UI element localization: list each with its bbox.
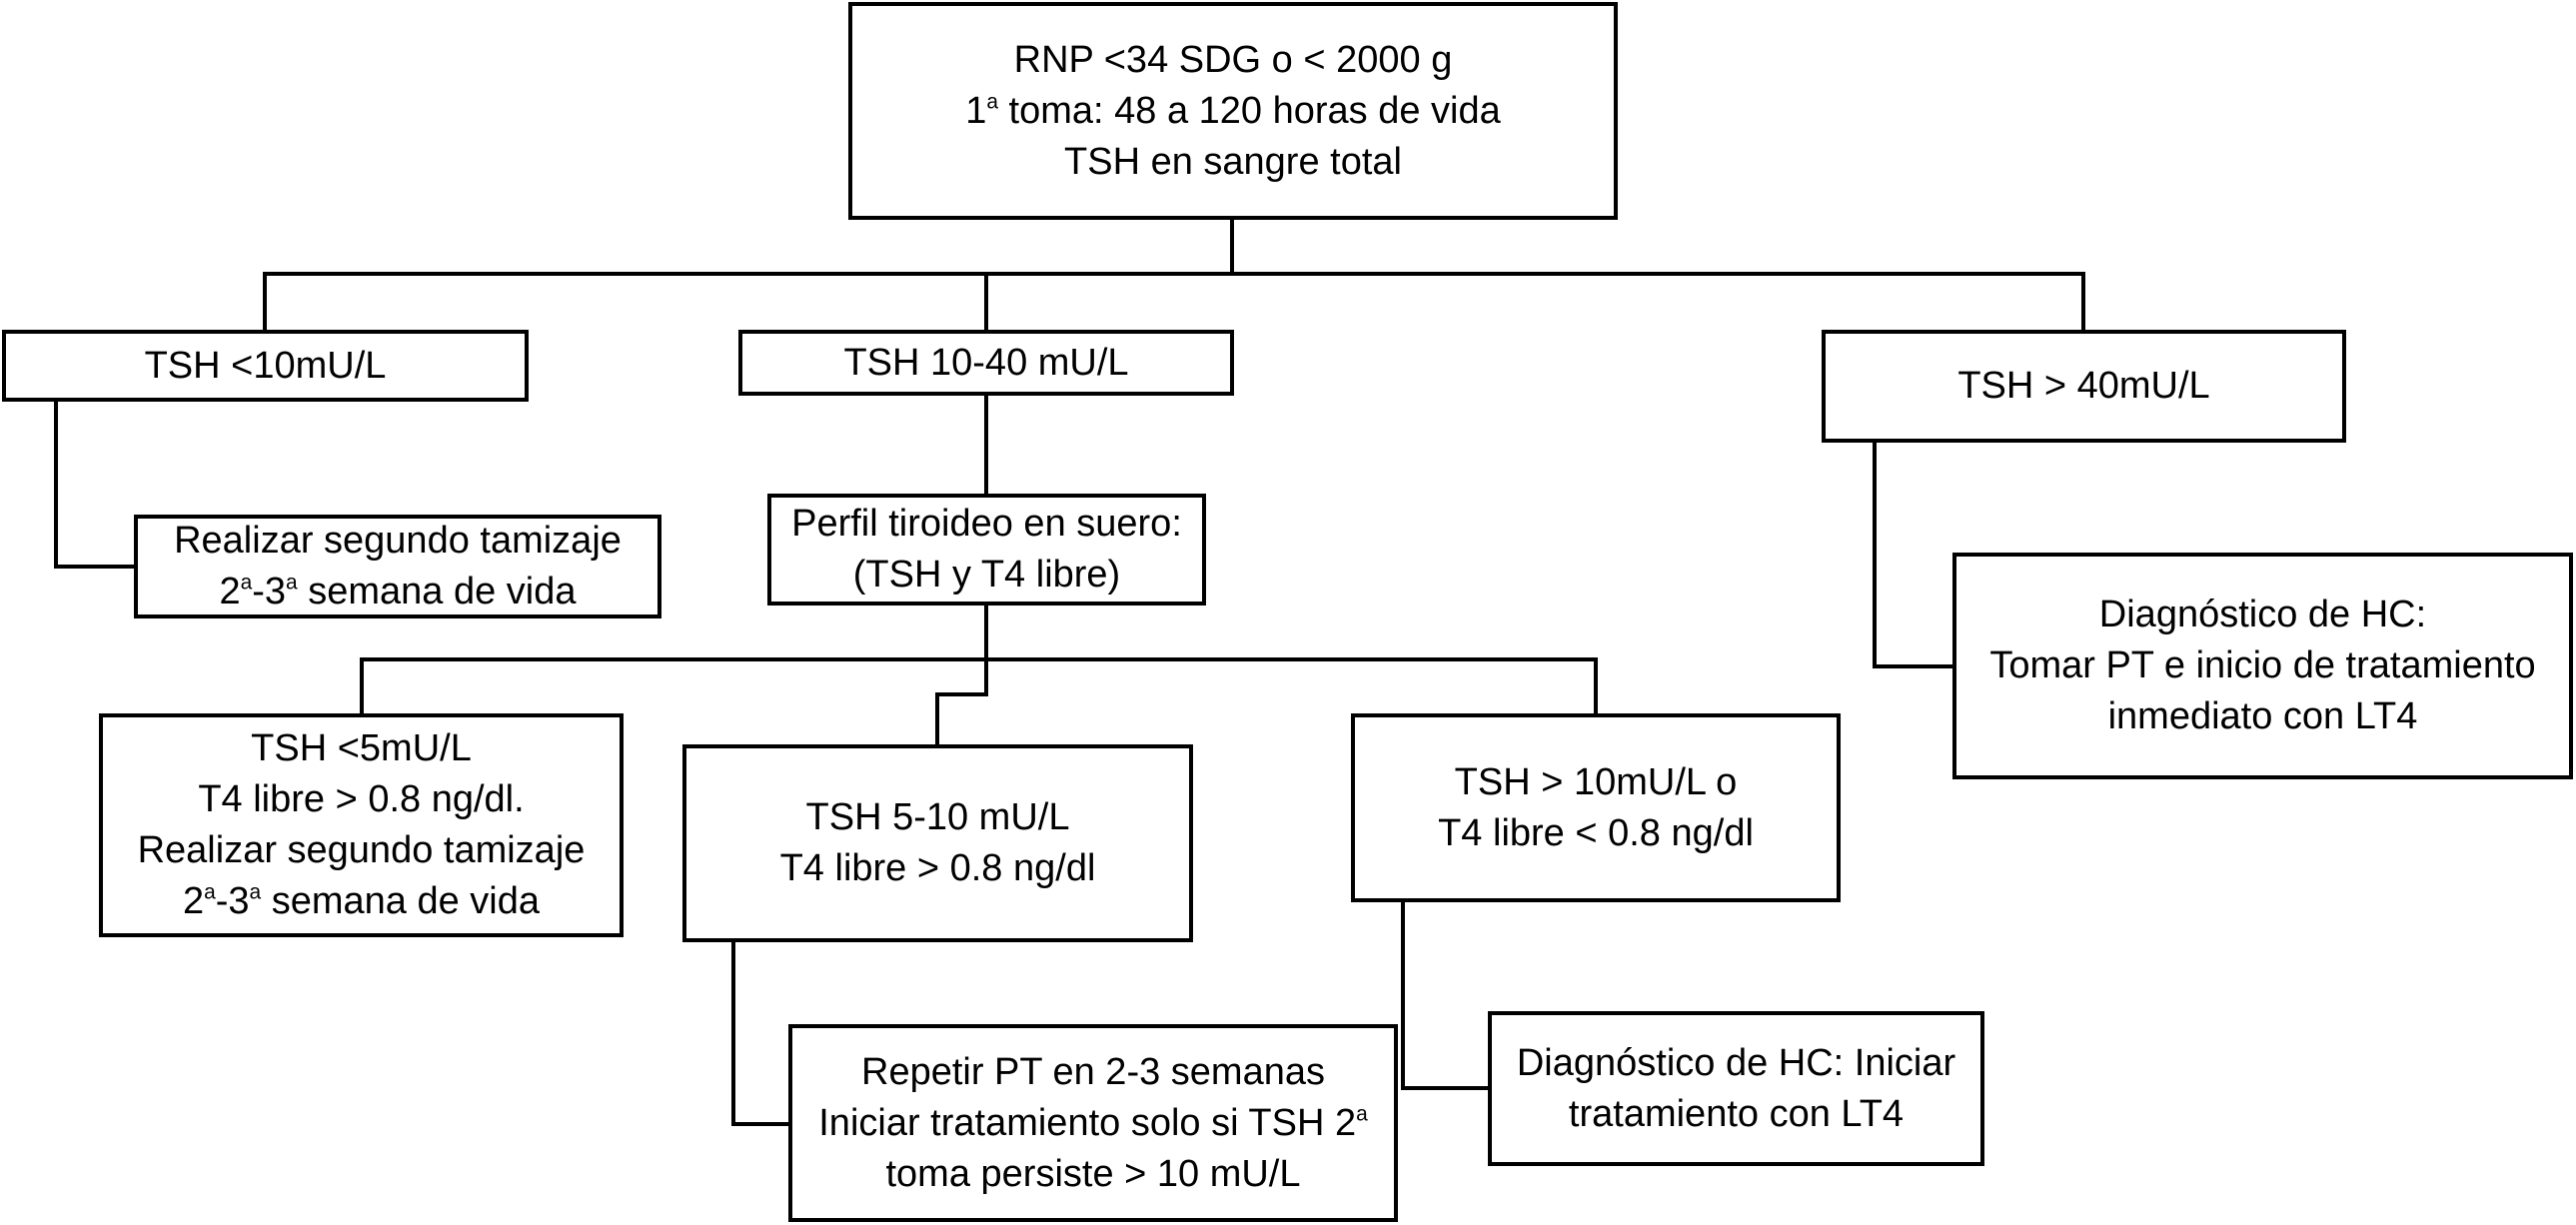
box-text-line: TSH en sangre total	[1064, 137, 1402, 188]
text-segment: Realizar segundo tamizaje	[137, 829, 586, 871]
text-segment: tratamiento con LT4	[1568, 1092, 1905, 1135]
hc-diagnosis-immediate-box: Diagnóstico de HC: Tomar PT e inicio de t…	[1952, 553, 2573, 779]
text-segment: inmediato con LT4	[2107, 695, 2418, 737]
ordinal-superscript: a	[1356, 1101, 1368, 1125]
text-segment: -3	[215, 880, 250, 922]
box-text-line: T4 libre > 0.8 ng/dl.	[198, 774, 524, 825]
box-text-line: 2a-3a semana de vida	[183, 876, 540, 927]
box-text-line: T4 libre < 0.8 ng/dl	[1438, 808, 1754, 859]
text-segment: 1	[965, 89, 987, 132]
text-segment: T4 libre < 0.8 ng/dl	[1438, 811, 1754, 854]
ordinal-superscript: a	[286, 571, 298, 595]
box-text-line: TSH > 40mU/L	[1957, 361, 2209, 412]
box-text-line: TSH <10mU/L	[145, 341, 387, 392]
text-segment: Iniciar tratamiento solo si TSH 2	[818, 1101, 1357, 1144]
box-text-line: Diagnóstico de HC: Iniciar	[1517, 1038, 1955, 1089]
ordinal-superscript: a	[986, 89, 998, 113]
text-segment: TSH > 40mU/L	[1957, 365, 2210, 407]
text-segment: Perfil tiroideo en suero:	[791, 503, 1182, 545]
box-text-line: TSH > 10mU/L o	[1455, 757, 1738, 808]
text-segment: TSH <10mU/L	[144, 344, 387, 387]
text-segment: RNP <34 SDG o < 2000 g	[1013, 38, 1453, 81]
ordinal-superscript: a	[240, 571, 253, 595]
tsh-intermediate-box: TSH 10-40 mU/L	[738, 330, 1234, 396]
box-text-line: Tomar PT e inicio de tratamiento	[1989, 640, 2535, 691]
ordinal-superscript: a	[204, 880, 216, 904]
text-segment: T4 libre > 0.8 ng/dl	[779, 847, 1096, 889]
profile-borderline-box: TSH 5-10 mU/L T4 libre > 0.8 ng/dl	[682, 744, 1193, 942]
box-text-line: RNP <34 SDG o < 2000 g	[1014, 35, 1453, 86]
box-text-line: Realizar segundo tamizaje	[174, 516, 622, 567]
text-segment: Diagnóstico de HC: Iniciar	[1516, 1041, 1956, 1084]
text-segment: 2	[182, 880, 205, 922]
text-segment: TSH en sangre total	[1064, 140, 1402, 183]
tsh-low-box: TSH <10mU/L	[2, 330, 529, 402]
text-segment: semana de vida	[261, 880, 541, 922]
box-text-line: Perfil tiroideo en suero:	[791, 499, 1182, 550]
box-text-line: Iniciar tratamiento solo si TSH 2a	[818, 1098, 1367, 1149]
hc-diagnosis-treatment-box: Diagnóstico de HC: Iniciar tratamiento co…	[1488, 1011, 1984, 1166]
text-segment: T4 libre > 0.8 ng/dl.	[198, 778, 525, 820]
box-text-line: inmediato con LT4	[2108, 691, 2418, 742]
text-segment: Tomar PT e inicio de tratamiento	[1989, 644, 2536, 686]
text-segment: TSH 5-10 mU/L	[805, 796, 1070, 838]
box-text-line: 1a toma: 48 a 120 horas de vida	[965, 86, 1501, 137]
box-text-line: Diagnóstico de HC:	[2099, 590, 2426, 640]
box-text-line: tratamiento con LT4	[1569, 1089, 1904, 1140]
profile-normal-box: TSH <5mU/L T4 libre > 0.8 ng/dl. Realizar …	[99, 713, 624, 937]
box-text-line: Repetir PT en 2-3 semanas	[861, 1047, 1325, 1098]
tsh-high-box: TSH > 40mU/L	[1822, 330, 2346, 443]
box-text-line: (TSH y T4 libre)	[853, 550, 1120, 601]
text-segment: Repetir PT en 2-3 semanas	[861, 1050, 1325, 1093]
box-text-line: TSH <5mU/L	[251, 723, 472, 774]
ordinal-superscript: a	[249, 880, 262, 904]
box-text-line: T4 libre > 0.8 ng/dl	[780, 843, 1096, 894]
box-text-line: TSH 10-40 mU/L	[843, 338, 1128, 389]
box-text-line: 2a-3a semana de vida	[219, 567, 576, 617]
text-segment: 2	[219, 571, 241, 612]
text-segment: TSH > 10mU/L o	[1454, 760, 1738, 803]
text-segment: Diagnóstico de HC:	[2098, 594, 2427, 635]
box-text-line: toma persiste > 10 mU/L	[885, 1149, 1300, 1200]
text-segment: TSH 10-40 mU/L	[843, 341, 1129, 384]
thyroid-profile-box: Perfil tiroideo en suero: (TSH y T4 libre…	[767, 494, 1206, 606]
profile-abnormal-box: TSH > 10mU/L o T4 libre < 0.8 ng/dl	[1351, 713, 1841, 902]
text-segment: toma persiste > 10 mU/L	[885, 1152, 1301, 1195]
root-criteria-box: RNP <34 SDG o < 2000 g 1a toma: 48 a 120 …	[848, 2, 1618, 220]
text-segment: (TSH y T4 libre)	[852, 554, 1121, 596]
text-segment: -3	[252, 571, 287, 612]
text-segment: Realizar segundo tamizaje	[174, 520, 622, 562]
text-segment: semana de vida	[297, 571, 577, 612]
box-text-line: Realizar segundo tamizaje	[138, 825, 586, 876]
text-segment: toma: 48 a 120 horas de vida	[997, 89, 1501, 132]
box-text-line: TSH 5-10 mU/L	[806, 792, 1070, 843]
text-segment: TSH <5mU/L	[251, 727, 472, 769]
